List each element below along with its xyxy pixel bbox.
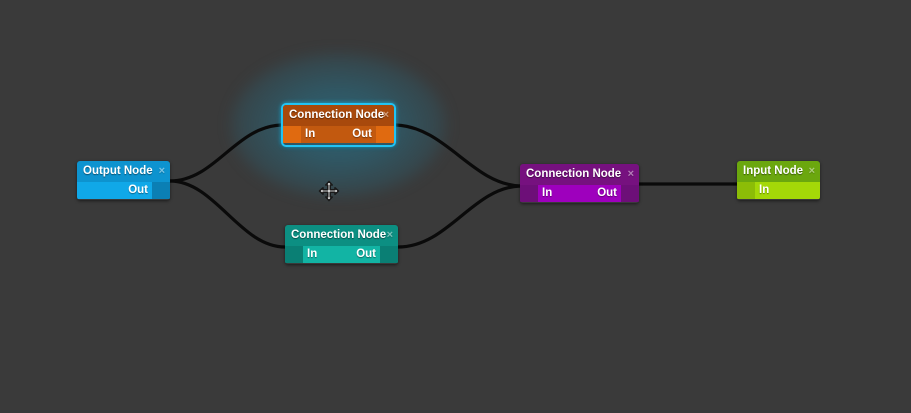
input-socket[interactable]	[520, 185, 538, 202]
input-port-label: In	[759, 184, 770, 196]
graph-node-teal[interactable]: Connection Node× In Out	[285, 225, 398, 264]
input-socket[interactable]	[283, 126, 301, 143]
input-socket[interactable]	[285, 246, 303, 263]
output-socket[interactable]	[376, 126, 394, 143]
close-icon[interactable]: ×	[386, 229, 393, 241]
node-header[interactable]: Output Node ×	[77, 161, 170, 182]
graph-node-purple[interactable]: Connection Node × In Out	[520, 164, 639, 203]
input-socket[interactable]	[737, 182, 755, 199]
node-body: In Out	[520, 185, 639, 202]
move-cursor	[318, 180, 340, 202]
node-header[interactable]: Connection Node×	[285, 225, 398, 246]
node-header[interactable]: Connection Node×	[283, 105, 394, 126]
node-title: Connection Node	[291, 229, 387, 241]
node-body: In Out	[283, 126, 394, 143]
input-port-label: In	[542, 187, 553, 199]
close-icon[interactable]: ×	[808, 165, 815, 177]
edge[interactable]	[396, 184, 522, 249]
node-title: Output Node	[83, 165, 153, 177]
edge[interactable]	[394, 123, 522, 188]
output-socket[interactable]	[152, 182, 170, 199]
node-body: Out	[77, 182, 170, 199]
input-port-label: In	[305, 128, 316, 140]
node-title: Connection Node	[526, 168, 622, 180]
graph-node-blue[interactable]: Output Node × Out	[77, 161, 170, 200]
graph-node-green[interactable]: Input Node × In	[737, 161, 820, 200]
node-body: In	[737, 182, 820, 199]
output-port-label: Out	[128, 184, 148, 196]
node-title: Connection Node	[289, 109, 385, 121]
edge[interactable]	[168, 123, 283, 183]
node-header[interactable]: Connection Node ×	[520, 164, 639, 185]
output-port-label: Out	[356, 248, 376, 260]
output-port-label: Out	[597, 187, 617, 199]
output-socket[interactable]	[380, 246, 398, 263]
close-icon[interactable]: ×	[158, 165, 165, 177]
node-body: In Out	[285, 246, 398, 263]
node-header[interactable]: Input Node ×	[737, 161, 820, 182]
edge[interactable]	[168, 179, 287, 249]
close-icon[interactable]: ×	[382, 109, 389, 121]
node-title: Input Node	[743, 165, 804, 177]
output-port-label: Out	[352, 128, 372, 140]
graph-node-orange[interactable]: Connection Node× In Out	[281, 103, 396, 147]
input-port-label: In	[307, 248, 318, 260]
output-socket[interactable]	[621, 185, 639, 202]
close-icon[interactable]: ×	[627, 168, 634, 180]
